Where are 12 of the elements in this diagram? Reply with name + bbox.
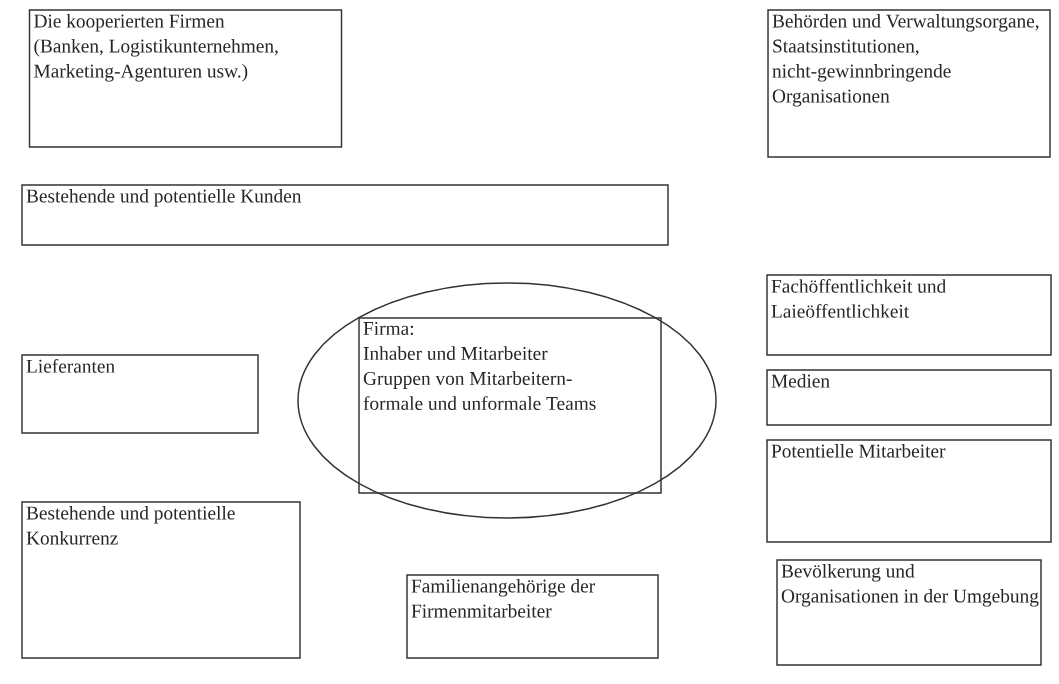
text-box: Medien [766, 369, 1052, 426]
text-box: Behörden und Verwaltungsorgane, Staatsinstitutionen, nicht-gewinnbringende Organisationen [767, 9, 1051, 158]
text-box: Bestehende und potentielle Kunden [21, 184, 669, 246]
text-box: Familienangehörige der Firmenmitarbeiter [406, 574, 659, 659]
text-box: Bevölkerung und Organisationen in der Umgebung [776, 559, 1042, 666]
text-box: Firma: Inhaber und Mitarbeiter Gruppen von Mitarbeitern- formale und unformale Teams [358, 317, 662, 494]
text-box: Bestehende und potentielle Konkurrenz [21, 501, 301, 659]
text-box: Die kooperierten Firmen (Banken, Logistikunternehmen, Marketing-Agenturen usw.) [28, 9, 343, 148]
text-box: Lieferanten [21, 354, 259, 434]
ellipse [297, 282, 717, 519]
text-box: Potentielle Mitarbeiter [766, 439, 1052, 543]
text-box: Fachöffentlichkeit und Laieöffentlichkeit [766, 274, 1052, 356]
